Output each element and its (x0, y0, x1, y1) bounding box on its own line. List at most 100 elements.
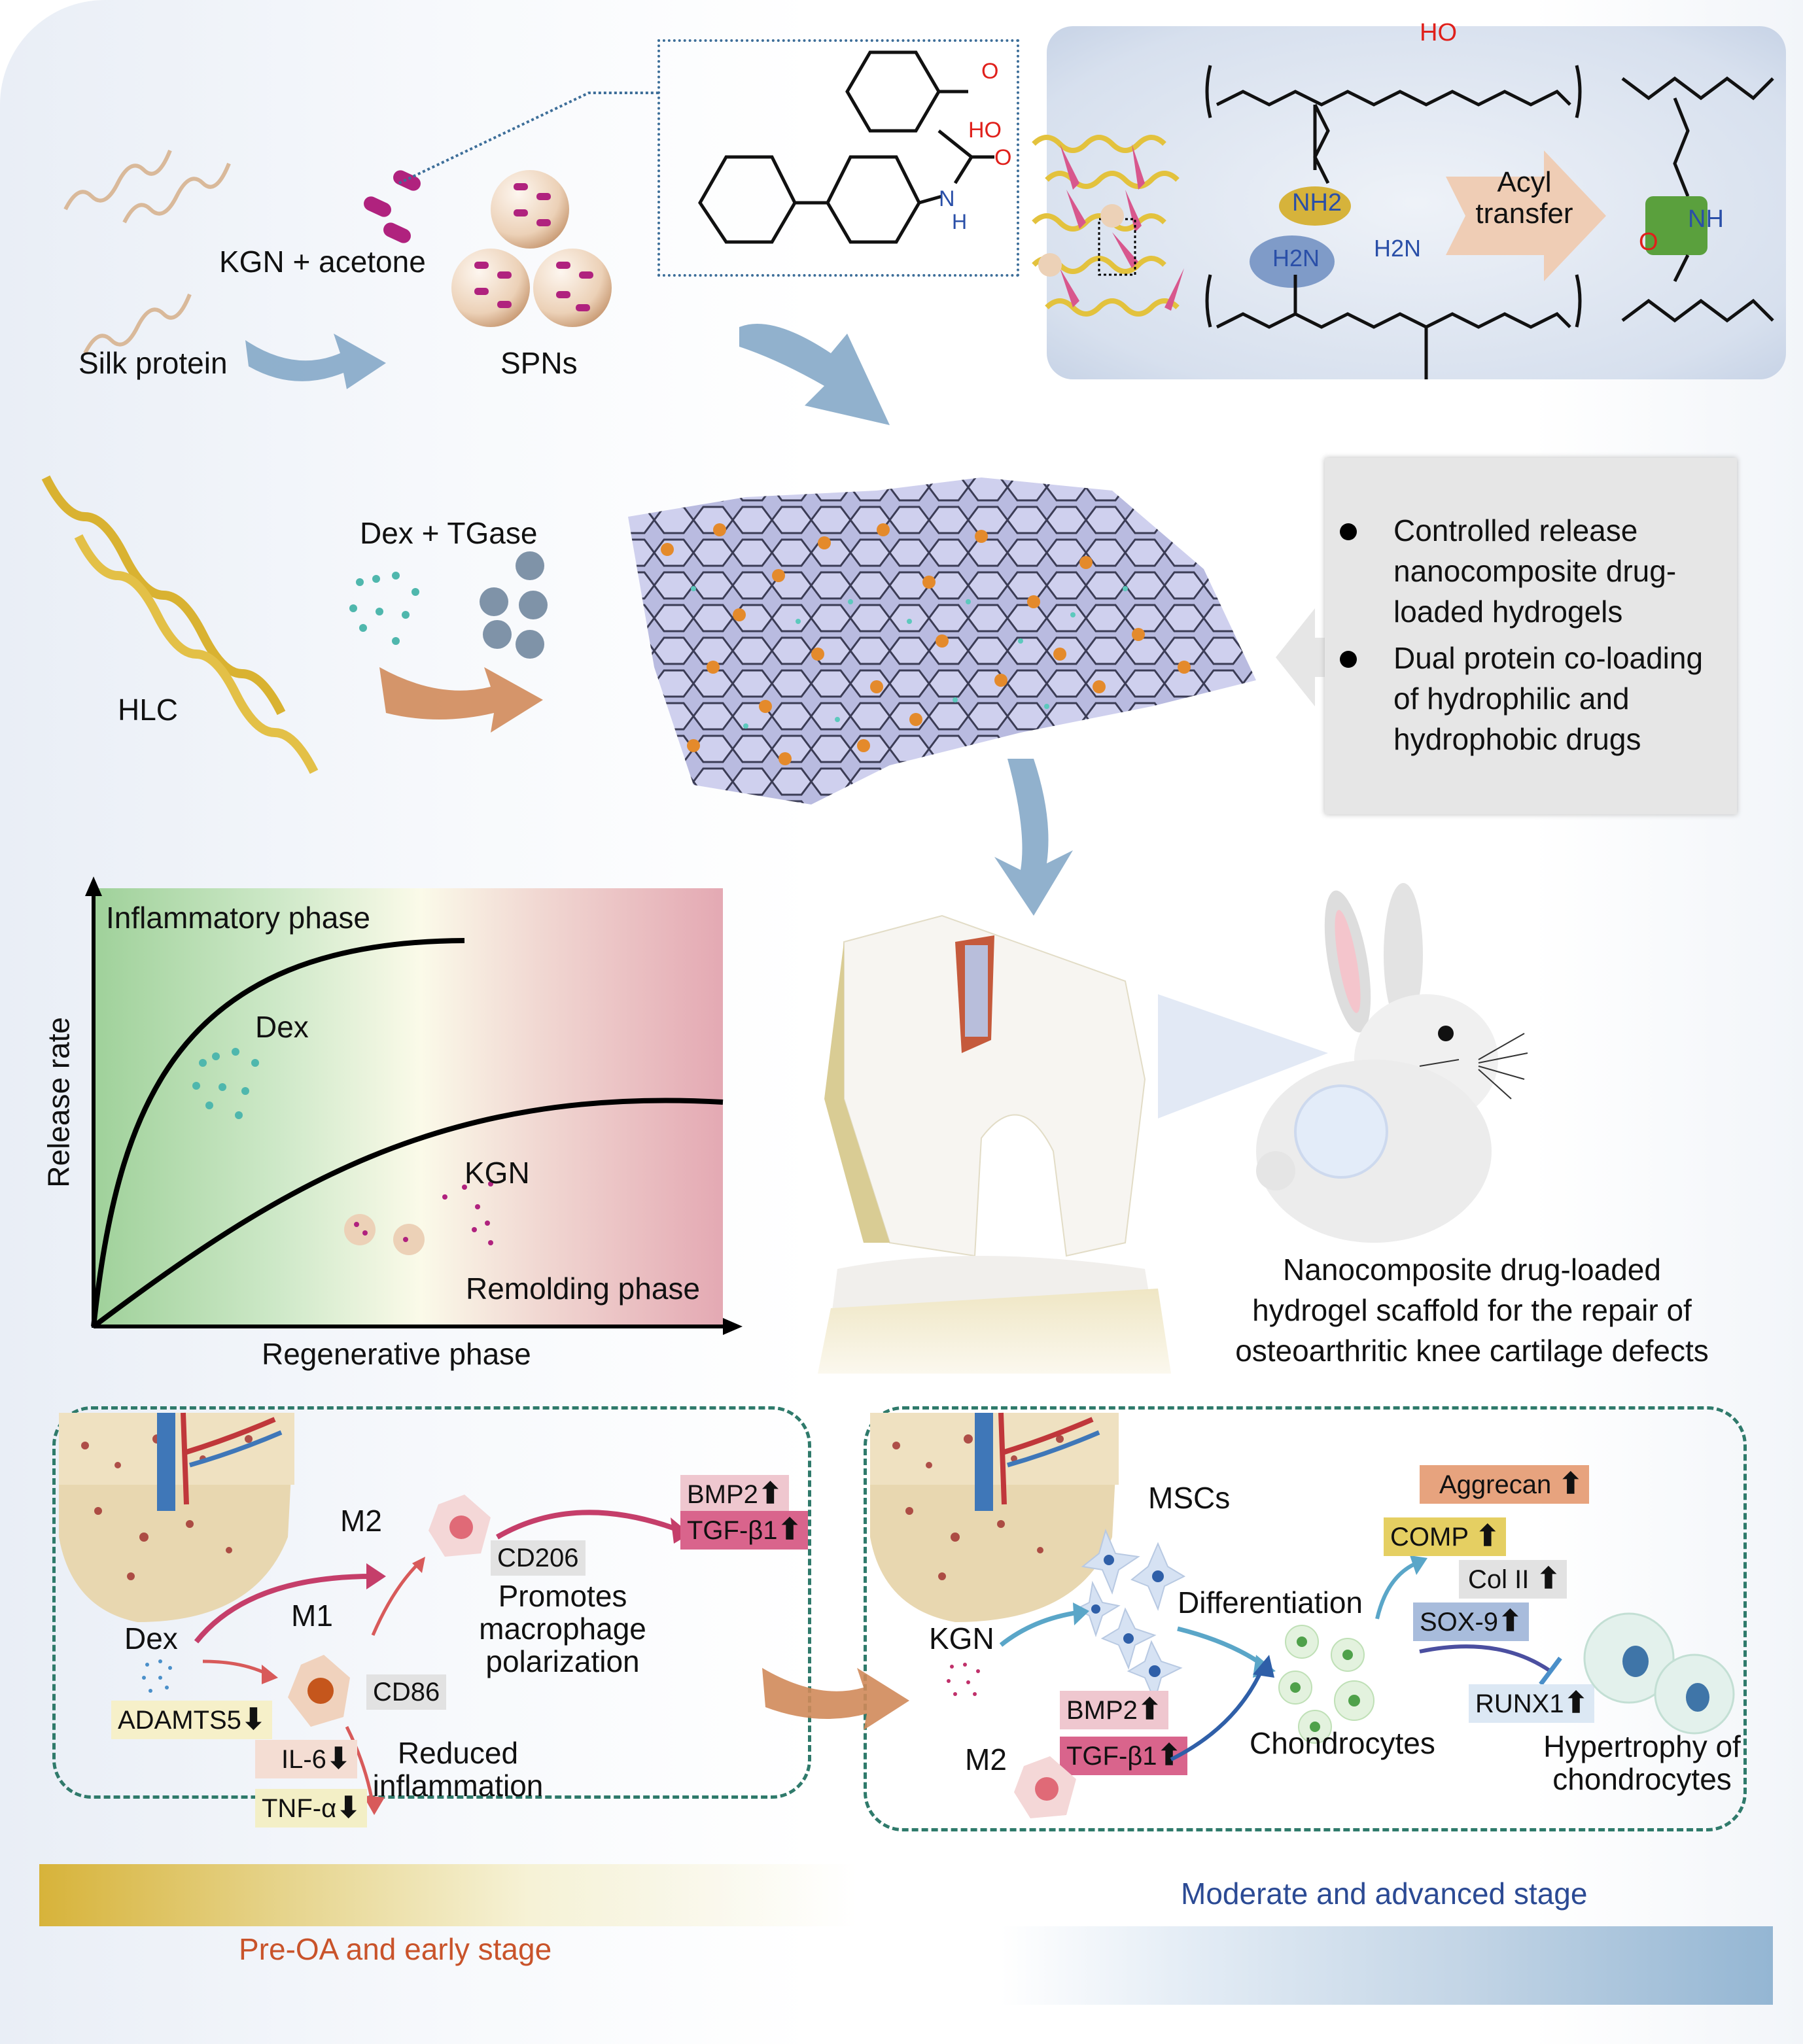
acyl-transfer-arrow-icon (1446, 150, 1606, 281)
kgn-o-atom: O (994, 145, 1011, 170)
knee-caption-line-1: Nanocomposite drug-loaded (1283, 1253, 1661, 1287)
nh2-highlight (1279, 186, 1351, 226)
kgn-dots-icon (947, 1663, 980, 1696)
inflammation-line-1: Reduced (397, 1736, 519, 1770)
bone-tissue-illustration (59, 1412, 294, 1622)
kgn-h-atom: H (952, 210, 967, 234)
tgase-enzyme-icon (480, 551, 548, 659)
msc-label: MSCs (1148, 1481, 1231, 1515)
left-pointing-arrow-icon (1276, 608, 1328, 706)
early-dex-label: Dex (124, 1621, 178, 1655)
advanced-m2-label: M2 (965, 1742, 1007, 1776)
peptide-ho-atom: HO (1420, 19, 1457, 46)
down-arrow-icon: ⬇ (336, 1792, 361, 1824)
hydrogel-scaffold-illustration (628, 477, 1256, 805)
hypertrophy-text: Hypertrophy of chondrocytes (1518, 1730, 1766, 1795)
tag-il6: IL-6⬇ (255, 1740, 357, 1778)
peptide-top-structure (1205, 65, 1582, 170)
release-chart-axes (85, 876, 743, 1335)
feature-bullet-2: Dual protein co-loading of hydrophilic a… (1393, 638, 1703, 759)
acyl-transfer-line2: transfer (1475, 198, 1573, 230)
remolding-phase-label: Remolding phase (466, 1272, 701, 1306)
feature-bullet-1-line-1: Controlled release (1393, 513, 1638, 547)
orange-arrow-icon (379, 667, 543, 733)
peptide-bottom-structure (1205, 274, 1582, 379)
early-m1-label: M1 (291, 1599, 333, 1633)
silk-protein-label: Silk protein (79, 346, 228, 380)
spn-spheres-icon (451, 170, 612, 327)
spns-label: SPNs (500, 346, 578, 380)
hlc-collagen-ribbons-icon (41, 475, 319, 774)
h2n-highlight (1250, 235, 1335, 288)
kgn-release-curve (92, 1098, 724, 1329)
lysine-chain (1313, 103, 1330, 184)
m1-macrophage-icon (288, 1655, 350, 1727)
kgn-acetone-label: KGN + acetone (219, 245, 426, 279)
blue-arrow-icon (739, 324, 890, 425)
up-arrow-icon: ⬆ (777, 1514, 802, 1546)
h2n-label-2: H2N (1374, 235, 1422, 262)
tag-tnfa-text: TNF-α (262, 1794, 337, 1823)
m1-to-m2-arrow (371, 1557, 425, 1636)
polarization-line-1: Promotes (498, 1579, 627, 1613)
dex-tgase-label: Dex + TGase (360, 516, 538, 550)
up-arrow-icon: ⬆ (1137, 1693, 1162, 1725)
tag-cd86: CD86 (366, 1674, 447, 1710)
dex-release-curve (91, 938, 465, 1327)
advanced-stage-bar (1001, 1926, 1773, 2005)
dex-to-m1-arrow (202, 1659, 278, 1684)
acyl-transfer-label: Acyl transfer (1459, 167, 1590, 230)
up-arrow-icon: ⬆ (1564, 1687, 1588, 1719)
up-arrow-icon: ⬆ (1475, 1520, 1500, 1552)
tag-il6-text: IL-6 (281, 1745, 326, 1774)
kgn-chemical-structure: N H O HO O (698, 50, 1011, 244)
m1-to-inflammation-arrow (345, 1725, 385, 1815)
tag-sox9: SOX-9⬆ (1413, 1602, 1529, 1641)
up-arrow-icon: ⬆ (758, 1478, 782, 1510)
feature-bullet-2-line-2: of hydrophilic and (1393, 682, 1630, 716)
tag-cd206: CD206 (491, 1540, 586, 1576)
kgn-curve-label: KGN (464, 1156, 530, 1190)
dex-molecules-icon (349, 572, 419, 645)
inhibition-line (1419, 1644, 1562, 1686)
early-stage-bar (39, 1864, 857, 1926)
knee-caption-line-2: hydrogel scaffold for the repair of (1252, 1293, 1692, 1327)
hypertrophy-line-2: chondrocytes (1552, 1762, 1732, 1796)
blue-arrow-icon (994, 759, 1073, 916)
kgn-o2-atom: O (981, 59, 998, 84)
kgn-to-msc-arrow (999, 1602, 1089, 1647)
chondrocyte-cells-icon (1278, 1625, 1374, 1744)
bullet-1-dot (1340, 523, 1357, 540)
hydrogel-network-icon (1032, 135, 1184, 317)
advanced-stage-panel (864, 1406, 1747, 1831)
x-axis-label: Regenerative phase (262, 1337, 531, 1371)
kgn-molecules-icon (364, 170, 421, 243)
dex-to-m2-arrow (194, 1563, 386, 1644)
tag-aggrecan-text: Aggrecan (1439, 1470, 1552, 1499)
hypertrophic-chondrocytes-icon (1583, 1612, 1735, 1735)
feature-bullet-2-line-3: hydrophobic drugs (1393, 722, 1641, 756)
tag-comp-text: COMP (1390, 1523, 1469, 1551)
polarization-text: Promotes macrophage polarization (458, 1580, 667, 1678)
up-arrow-icon: ⬆ (1498, 1605, 1522, 1637)
crosslinked-product-structure (1621, 76, 1774, 323)
tag-bmp2-advanced-text: BMP2 (1066, 1696, 1138, 1725)
down-arrow-icon: ⬇ (241, 1703, 266, 1735)
feature-bullet-1-line-3: loaded hydrogels (1393, 595, 1623, 629)
tag-tnfa: TNF-α⬇ (255, 1789, 368, 1827)
down-arrow-icon: ⬇ (326, 1742, 351, 1775)
cd86-text: CD86 (373, 1678, 440, 1706)
acyl-transfer-line1: Acyl (1497, 166, 1552, 198)
inflammatory-phase-label: Inflammatory phase (106, 901, 370, 935)
y-axis-label: Release rate (41, 1016, 76, 1188)
early-stage-label: Pre-OA and early stage (239, 1932, 552, 1966)
orange-arrow-icon (762, 1668, 909, 1730)
tag-tgfb1-advanced: TGF-β1⬆ (1060, 1737, 1188, 1775)
tag-adamts5-text: ADAMTS5 (118, 1706, 241, 1735)
early-stage-panel (52, 1406, 811, 1799)
rabbit-illustration (1256, 883, 1528, 1243)
cd206-text: CD206 (497, 1544, 579, 1572)
tag-tgfb1-advanced-text: TGF-β1 (1066, 1742, 1157, 1771)
blue-arrow-icon (245, 334, 386, 389)
nh2-label: NH2 (1292, 189, 1342, 217)
